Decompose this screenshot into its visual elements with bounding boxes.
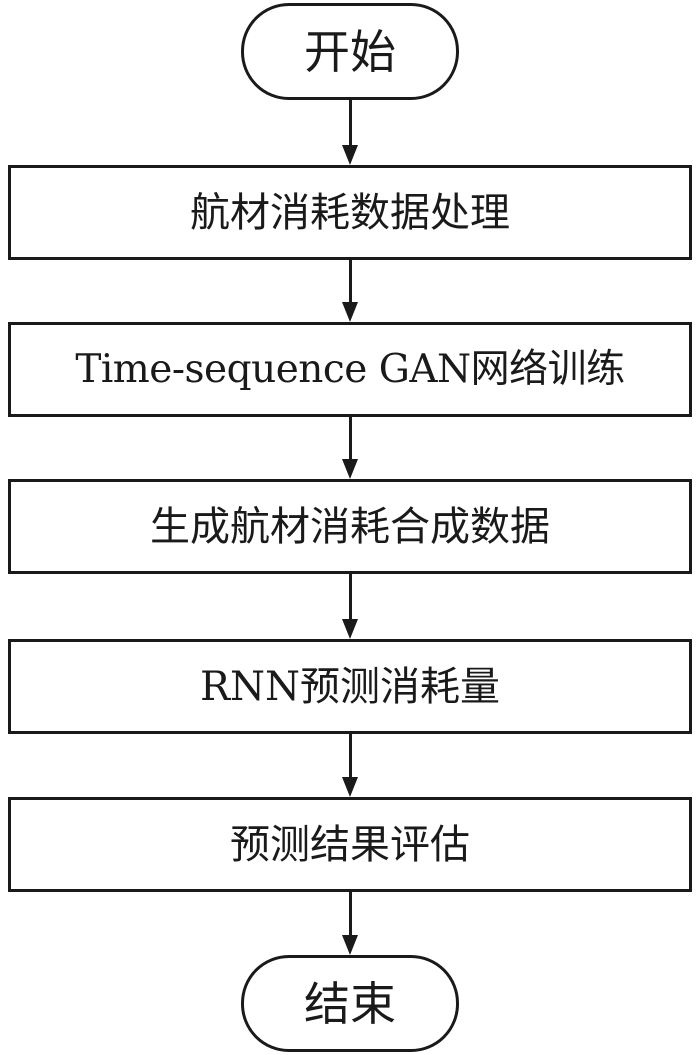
arrow-step-3-to-step-4 xyxy=(342,574,358,639)
step-data-processing: 航材消耗数据处理 xyxy=(8,165,692,260)
start-terminal: 开始 xyxy=(241,3,459,100)
step-generate-synthetic-data: 生成航材消耗合成数据 xyxy=(8,479,692,574)
arrow-step-4-to-step-5 xyxy=(342,734,358,797)
end-terminal: 结束 xyxy=(241,955,459,1052)
step-rnn-prediction: RNN预测消耗量 xyxy=(8,639,692,734)
arrow-step-2-to-step-3 xyxy=(342,417,358,479)
arrow-step-5-to-end xyxy=(342,892,358,955)
step-gan-training: Time-sequence GAN网络训练 xyxy=(8,322,692,417)
step-result-evaluation: 预测结果评估 xyxy=(8,797,692,892)
arrow-start-to-step-1 xyxy=(342,100,358,165)
arrow-step-1-to-step-2 xyxy=(342,260,358,322)
